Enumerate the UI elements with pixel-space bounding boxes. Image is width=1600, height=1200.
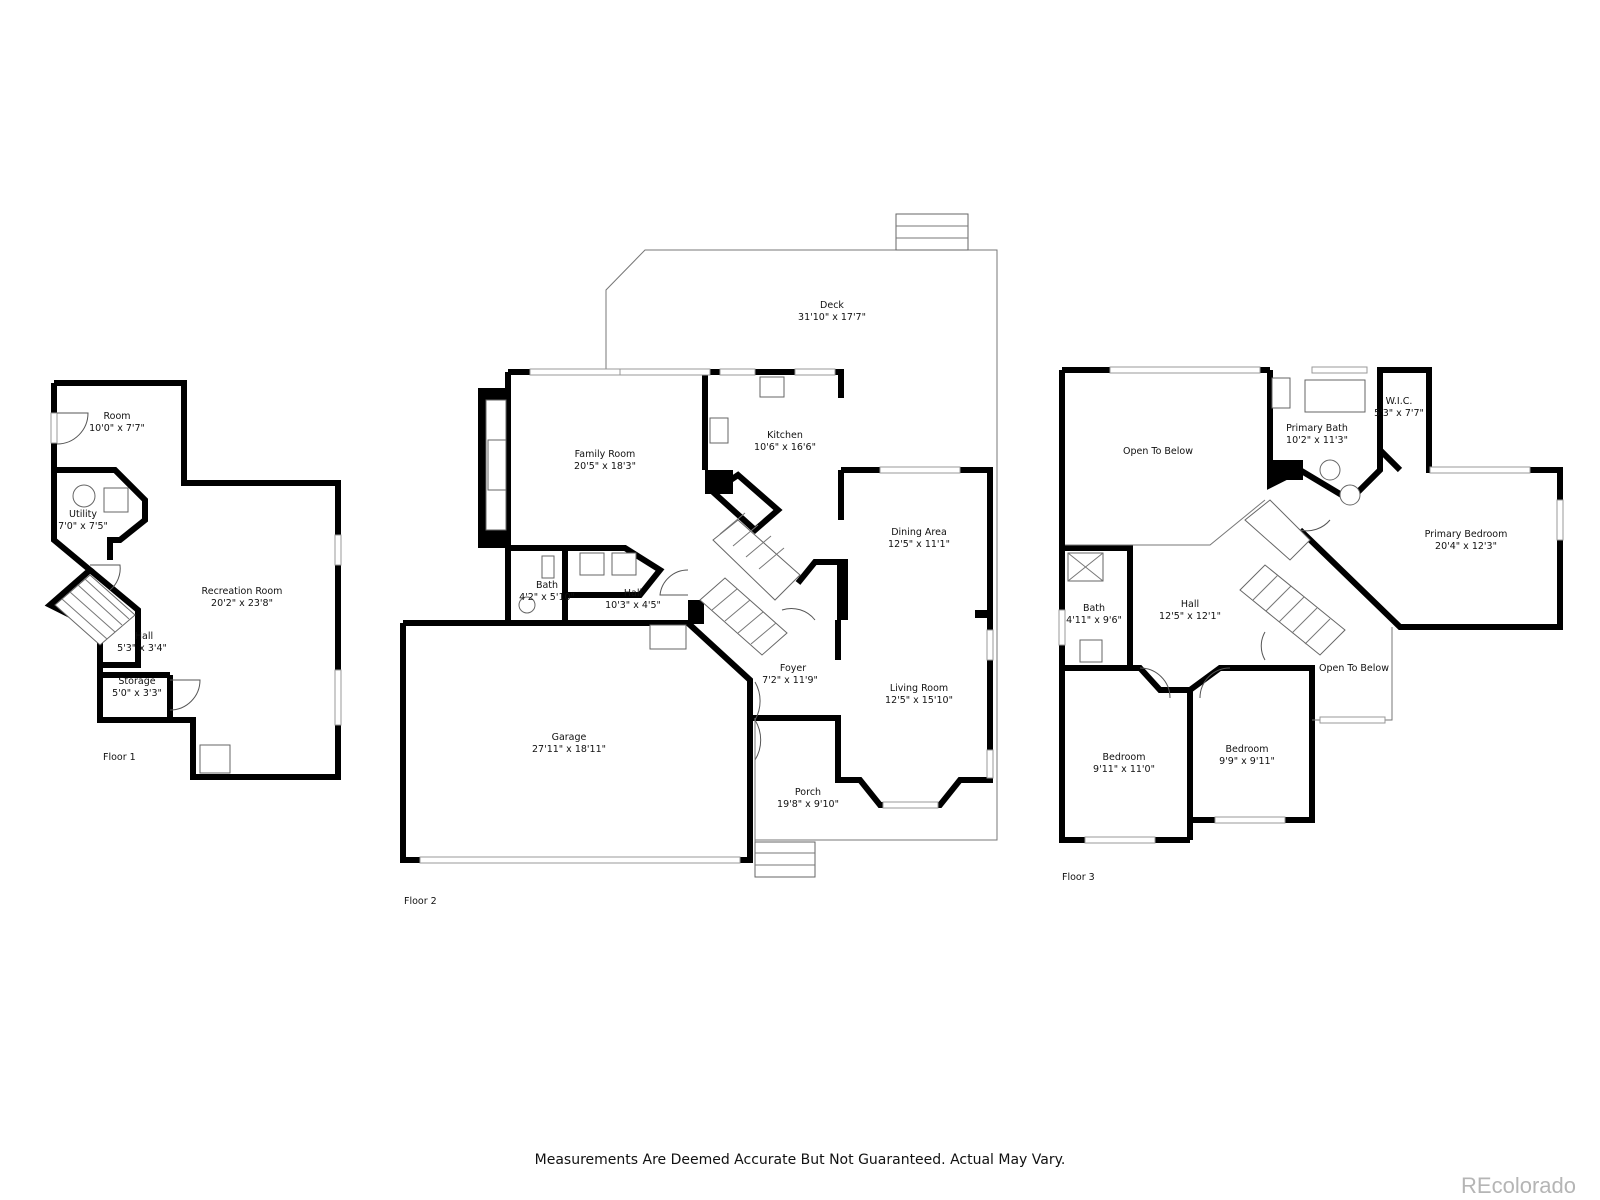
room-dims-floor2-dining-area: 12'5" x 11'1" [888,539,950,550]
room-name-floor2-porch: Porch [795,787,821,798]
room-dims-floor2-living-room: 12'5" x 15'10" [885,695,953,706]
room-name-floor3-bedroom-1: Bedroom [1103,752,1146,763]
room-dims-floor2-family-room: 20'5" x 18'3" [574,461,636,472]
room-dims-floor2-porch: 19'8" x 9'10" [777,799,839,810]
brand-watermark: REcolorado [1461,1173,1576,1198]
room-name-floor2-deck: Deck [820,300,844,311]
room-dims-floor3-bedroom-1: 9'11" x 11'0" [1093,764,1155,775]
room-dims-floor3-primary-bedroom: 20'4" x 12'3" [1435,541,1497,552]
room-labels: Room 10'0" x 7'7" Utility 7'0" x 7'5" Re… [58,300,1507,907]
room-dims-floor2-foyer: 7'2" x 11'9" [762,675,818,686]
room-name-floor3-open-to-below-2: Open To Below [1319,663,1389,674]
room-name-floor2-hall: Hall [624,588,642,599]
floor-2-label: Floor 2 [404,896,437,907]
room-dims-floor2-kitchen: 10'6" x 16'6" [754,442,816,453]
room-name-floor2-garage: Garage [552,732,587,743]
room-dims-floor2-deck: 31'10" x 17'7" [798,312,866,323]
room-name-floor2-family-room: Family Room [575,449,636,460]
room-dims-floor1-utility: 7'0" x 7'5" [58,521,108,532]
room-dims-floor3-hall: 12'5" x 12'1" [1159,611,1221,622]
room-dims-floor1-recreation-room: 20'2" x 23'8" [211,598,273,609]
floor-1-label: Floor 1 [103,752,136,763]
room-name-floor2-foyer: Foyer [780,663,806,674]
measurement-disclaimer: Measurements Are Deemed Accurate But Not… [534,1152,1066,1168]
room-dims-floor1-hall: 5'3" x 3'4" [117,643,167,654]
room-name-floor3-bath: Bath [1083,603,1105,614]
room-name-floor2-bath: Bath [536,580,558,591]
room-name-floor3-primary-bedroom: Primary Bedroom [1425,529,1508,540]
room-name-floor1-recreation-room: Recreation Room [202,586,283,597]
room-name-floor1-hall: Hall [135,631,153,642]
room-dims-floor1-storage: 5'0" x 3'3" [112,688,162,699]
room-dims-floor1-room: 10'0" x 7'7" [89,423,145,434]
room-name-floor3-primary-bath: Primary Bath [1286,423,1348,434]
room-name-floor2-living-room: Living Room [890,683,948,694]
room-name-floor1-room: Room [103,411,130,422]
room-name-floor3-bedroom-2: Bedroom [1226,744,1269,755]
floor-3-label: Floor 3 [1062,872,1095,883]
room-dims-floor2-garage: 27'11" x 18'11" [532,744,606,755]
room-dims-floor3-bath: 4'11" x 9'6" [1066,615,1122,626]
floor-3-plan [1058,366,1564,844]
room-name-floor3-hall: Hall [1181,599,1199,610]
room-name-floor3-open-to-below-1: Open To Below [1123,446,1193,457]
room-dims-floor3-bedroom-2: 9'9" x 9'11" [1219,756,1275,767]
room-dims-floor2-hall: 10'3" x 4'5" [605,600,661,611]
room-name-floor3-wic: W.I.C. [1386,396,1413,407]
room-dims-floor3-wic: 5'3" x 7'7" [1374,408,1424,419]
room-name-floor2-dining-area: Dining Area [891,527,947,538]
room-dims-floor3-primary-bath: 10'2" x 11'3" [1286,435,1348,446]
room-name-floor1-storage: Storage [118,676,155,687]
room-dims-floor2-bath: 4'2" x 5'10" [519,592,575,603]
floor-1-plan [44,380,342,780]
floor-2-plan [400,213,998,878]
room-name-floor1-utility: Utility [69,509,97,520]
room-name-floor2-kitchen: Kitchen [767,430,803,441]
